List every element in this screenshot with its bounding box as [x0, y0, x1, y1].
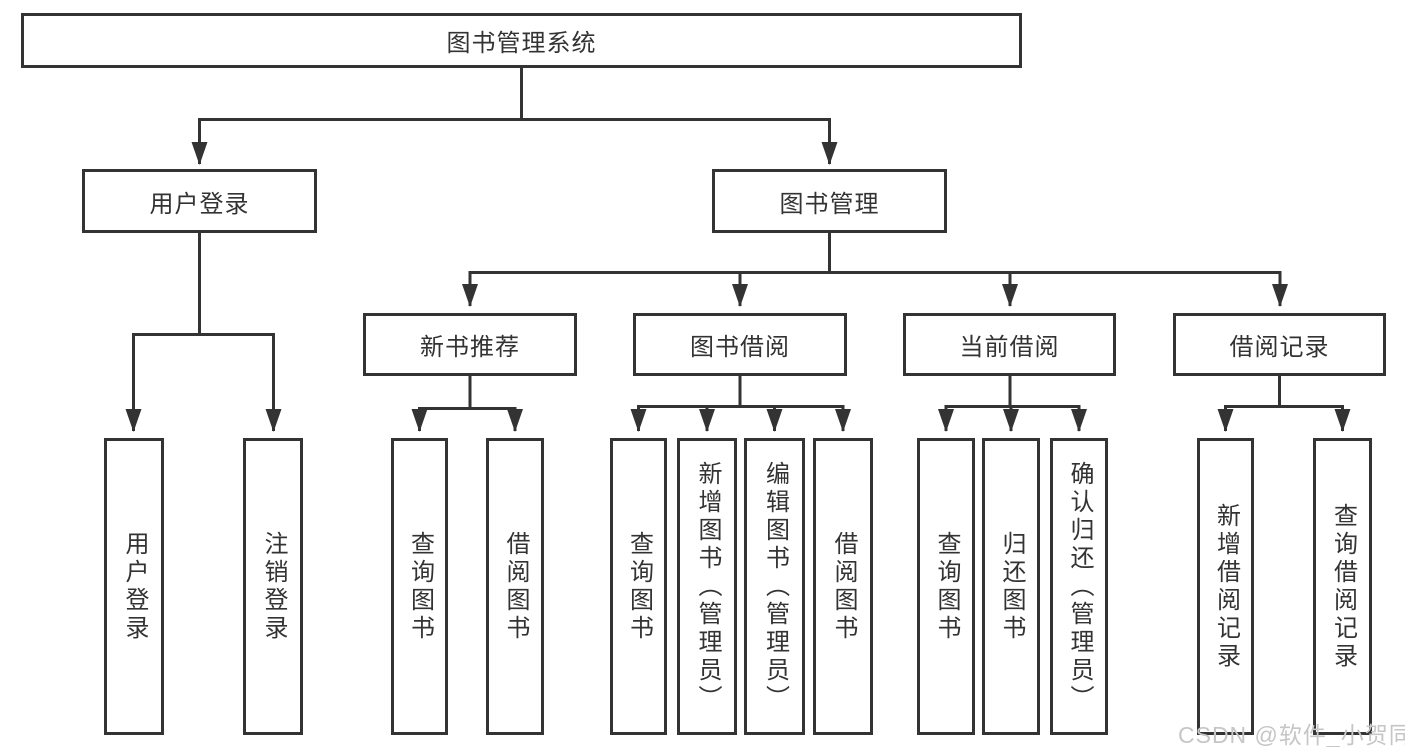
node-root: 图书管理系统 [21, 13, 1022, 68]
leaf-cu-return-book: 归还图书 [982, 438, 1040, 735]
leaf-rc-add-record-label: 新增借阅记录 [1212, 502, 1240, 671]
leaf-rc-query-record: 查询借阅记录 [1313, 438, 1372, 735]
node-borrow-records-label: 借阅记录 [1229, 334, 1330, 361]
leaf-bw-add-book-admin: 新增图书（管理员） [677, 438, 737, 735]
leaf-cu-query-book: 查询图书 [917, 438, 975, 735]
leaf-logout: 注销登录 [243, 438, 303, 735]
leaf-cu-return-book-label: 归还图书 [998, 530, 1025, 643]
leaf-user-login-label: 用户登录 [121, 530, 148, 643]
node-book-mgmt-label: 图书管理 [779, 190, 880, 218]
node-current-borrow-label: 当前借阅 [959, 334, 1060, 361]
leaf-cu-confirm-return-admin-label: 确认归还（管理员） [1066, 460, 1093, 713]
leaf-user-login: 用户登录 [104, 438, 164, 735]
node-book-borrow: 图书借阅 [633, 313, 847, 376]
node-borrow-records: 借阅记录 [1173, 313, 1386, 376]
node-current-borrow: 当前借阅 [903, 313, 1116, 376]
leaf-cu-confirm-return-admin: 确认归还（管理员） [1050, 438, 1108, 735]
node-book-mgmt: 图书管理 [712, 169, 947, 233]
leaf-nb-query-book-label: 查询图书 [406, 530, 434, 643]
leaf-bw-borrow-book-label: 借阅图书 [830, 530, 857, 643]
node-user-login-label: 用户登录 [149, 190, 250, 218]
node-user-login: 用户登录 [82, 169, 317, 233]
leaf-bw-query-book: 查询图书 [610, 438, 667, 735]
leaf-nb-borrow-book: 借阅图书 [486, 438, 544, 735]
leaf-nb-query-book: 查询图书 [391, 438, 448, 735]
leaf-bw-edit-book-admin: 编辑图书（管理员） [744, 438, 805, 735]
leaf-cu-query-book-label: 查询图书 [933, 530, 960, 643]
csdn-watermark: CSDN @软件_小贺同学 [1178, 722, 1405, 747]
leaf-bw-borrow-book: 借阅图书 [813, 438, 873, 735]
leaf-bw-query-book-label: 查询图书 [625, 530, 653, 643]
leaf-bw-edit-book-admin-label: 编辑图书（管理员） [761, 460, 789, 713]
node-book-borrow-label: 图书借阅 [690, 334, 790, 361]
node-new-book-recommend-label: 新书推荐 [420, 334, 520, 361]
node-root-label: 图书管理系统 [446, 30, 597, 57]
node-new-book-recommend: 新书推荐 [363, 313, 577, 376]
leaf-rc-query-record-label: 查询借阅记录 [1329, 502, 1357, 671]
leaf-rc-add-record: 新增借阅记录 [1197, 438, 1254, 735]
leaf-bw-add-book-admin-label: 新增图书（管理员） [694, 460, 721, 713]
leaf-nb-borrow-book-label: 借阅图书 [502, 530, 529, 643]
leaf-logout-label: 注销登录 [260, 530, 287, 643]
